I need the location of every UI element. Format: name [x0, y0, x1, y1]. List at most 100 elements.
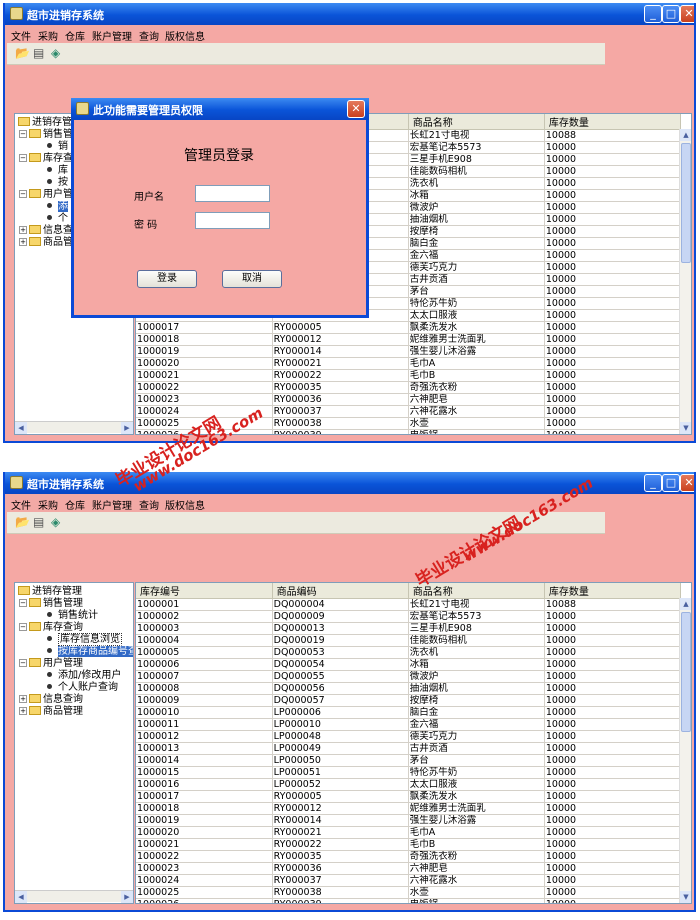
collapse-icon[interactable]: −: [19, 190, 27, 198]
menu-query[interactable]: 查询: [139, 32, 159, 43]
tree-goods[interactable]: +商品管: [19, 237, 73, 248]
table-row[interactable]: 1000026RY000039电饭锅10000: [136, 898, 682, 903]
book-icon[interactable]: ◈: [51, 46, 61, 60]
scroll-thumb[interactable]: [681, 143, 691, 263]
scroll-up-icon[interactable]: ▲: [680, 598, 691, 610]
menu-file[interactable]: 文件: [11, 501, 31, 512]
col-quantity[interactable]: 库存数量: [544, 583, 682, 599]
tree-goods[interactable]: +商品管理: [19, 706, 83, 717]
scroll-left-icon[interactable]: ◀: [15, 422, 27, 434]
menu-file[interactable]: 文件: [11, 32, 31, 43]
dialog-title-bar[interactable]: 此功能需要管理员权限 ✕: [71, 98, 369, 120]
tree-sales-stats[interactable]: 销: [47, 141, 68, 153]
menu-warehouse[interactable]: 仓库: [65, 32, 85, 43]
tree-info-query[interactable]: +信息查询: [19, 694, 83, 705]
tree-inventory[interactable]: −库存查: [19, 153, 73, 164]
menu-account[interactable]: 账户管理: [92, 501, 132, 512]
minimize-button[interactable]: _: [644, 5, 662, 23]
tree-account-query[interactable]: 个: [47, 213, 68, 225]
tree-root[interactable]: 进销存管理: [18, 586, 82, 598]
menu-copyright[interactable]: 版权信息: [165, 32, 205, 43]
scroll-thumb[interactable]: [681, 612, 691, 732]
menu-query[interactable]: 查询: [139, 501, 159, 512]
scroll-down-icon[interactable]: ▼: [680, 891, 691, 903]
tree-sales[interactable]: −销售管理: [19, 598, 83, 609]
scroll-right-icon[interactable]: ▶: [121, 422, 133, 434]
menu-warehouse[interactable]: 仓库: [65, 501, 85, 512]
expand-icon[interactable]: +: [19, 707, 27, 715]
collapse-icon[interactable]: −: [19, 623, 27, 631]
col-goods-name[interactable]: 商品名称: [408, 583, 545, 599]
collapse-icon[interactable]: −: [19, 599, 27, 607]
expand-icon[interactable]: +: [19, 226, 27, 234]
minimize-button[interactable]: _: [644, 474, 662, 492]
password-input[interactable]: [195, 212, 270, 229]
tree-sales-stats[interactable]: 销售统计: [47, 610, 98, 622]
book-icon[interactable]: ◈: [51, 515, 61, 529]
tree-users[interactable]: −用户管理: [19, 658, 83, 669]
tree-add-user[interactable]: 添加/修改用户: [47, 670, 121, 682]
col-stock-id[interactable]: 库存编号: [136, 583, 273, 599]
tree-add-user[interactable]: 添: [47, 201, 68, 213]
scroll-left-icon[interactable]: ◀: [15, 891, 27, 903]
tree-sales[interactable]: −销售管: [19, 129, 73, 140]
expand-icon[interactable]: +: [19, 695, 27, 703]
cancel-button[interactable]: 取消: [222, 270, 282, 288]
menu-purchase[interactable]: 采购: [38, 32, 58, 43]
dialog-close-button[interactable]: ✕: [347, 100, 365, 118]
tree-root[interactable]: 进销存管: [18, 117, 72, 129]
col-goods-code[interactable]: 商品编码: [272, 583, 409, 599]
scroll-up-icon[interactable]: ▲: [680, 129, 691, 141]
collapse-icon[interactable]: −: [19, 659, 27, 667]
tree-inventory[interactable]: −库存查询: [19, 622, 83, 633]
open-folder-icon[interactable]: 📂: [15, 515, 30, 529]
table-vscrollbar[interactable]: ▲ ▼: [679, 129, 691, 434]
tree-inventory-by-code[interactable]: 按: [47, 177, 68, 189]
save-icon[interactable]: ▤: [33, 46, 45, 60]
maximize-button[interactable]: □: [662, 474, 680, 492]
tree-hscrollbar[interactable]: ◀ ▶: [15, 890, 133, 903]
table-row[interactable]: 1000026RY000039电饭锅10000: [136, 429, 682, 434]
table-vscrollbar[interactable]: ▲ ▼: [679, 598, 691, 903]
scroll-down-icon[interactable]: ▼: [680, 422, 691, 434]
open-folder-icon[interactable]: 📂: [15, 46, 30, 60]
menu-copyright[interactable]: 版权信息: [165, 501, 205, 512]
menu-purchase[interactable]: 采购: [38, 501, 58, 512]
close-button[interactable]: ✕: [680, 5, 694, 23]
tree-inventory-browse[interactable]: 库: [47, 165, 68, 177]
tree-inventory-by-code[interactable]: 按库存商品编号查: [47, 646, 133, 658]
tree-users[interactable]: −用户管: [19, 189, 73, 200]
col-goods-name[interactable]: 商品名称: [408, 114, 545, 130]
tree-info-query[interactable]: +信息查: [19, 225, 73, 236]
tree-account-query[interactable]: 个人账户查询: [47, 682, 118, 694]
